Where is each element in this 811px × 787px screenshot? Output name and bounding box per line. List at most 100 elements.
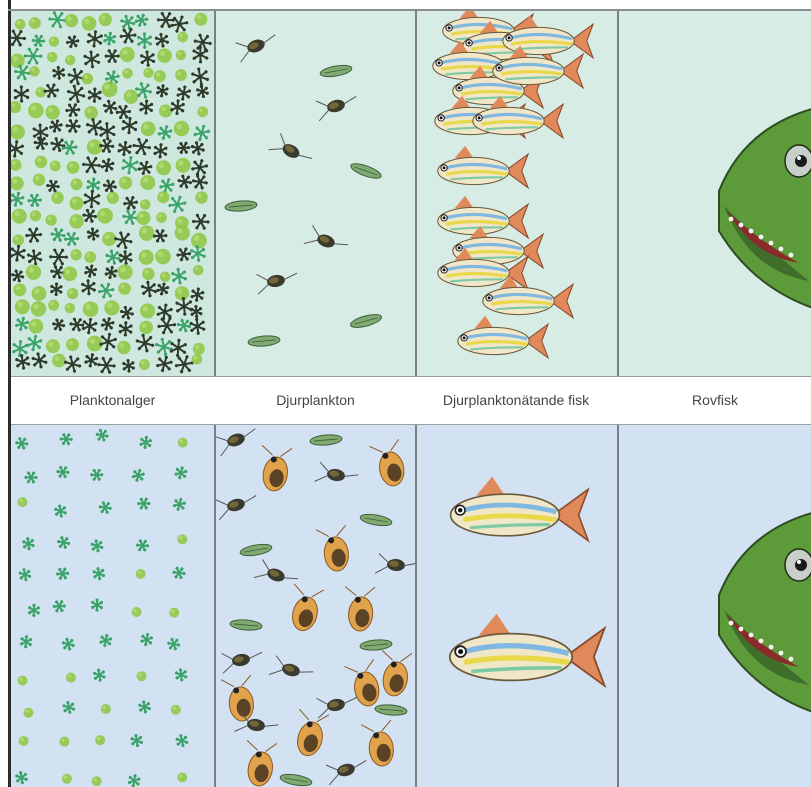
- algae-cell: [47, 52, 58, 63]
- algae-cell: [46, 339, 60, 353]
- algae-cell: [178, 438, 188, 448]
- algae-cell: [194, 13, 207, 26]
- algae-cell: [97, 208, 113, 224]
- algae-cell: [143, 68, 153, 78]
- algae-cell: [193, 265, 204, 276]
- algae-cell: [171, 705, 181, 715]
- algae-cell: [66, 338, 79, 351]
- algae-cell: [104, 300, 119, 315]
- algae-cell: [50, 160, 61, 171]
- algae-cell: [136, 211, 150, 225]
- algae-cell: [177, 772, 187, 782]
- algae-cell: [117, 341, 131, 355]
- algae-cell: [51, 192, 63, 204]
- many-fish-illustration: [417, 11, 617, 376]
- algae-cell: [155, 249, 171, 265]
- algae-cell: [157, 48, 172, 63]
- algae-cell: [46, 214, 57, 225]
- sparse-zooplankton-illustration: [216, 11, 415, 376]
- algae-cell: [118, 282, 131, 295]
- algae-cell: [139, 359, 150, 370]
- algae-cell: [12, 209, 27, 224]
- divider: [415, 425, 417, 787]
- algae-cell: [23, 708, 33, 718]
- algae-cell: [13, 234, 24, 245]
- algae-cell: [175, 225, 190, 240]
- algae-cell: [30, 210, 41, 221]
- algae-cell: [99, 13, 112, 26]
- algae-cell: [101, 704, 111, 714]
- algae-cell: [192, 354, 203, 365]
- panel-top-planktonalger: [11, 11, 214, 376]
- algae-cell: [132, 607, 142, 617]
- label-djurplankton: Djurplankton: [216, 392, 415, 408]
- panel-top-rovfisk: [619, 11, 811, 376]
- algae-cell: [29, 17, 41, 29]
- divider: [617, 425, 619, 787]
- panel-bottom-djurplankton: [216, 425, 415, 787]
- algae-cell: [140, 303, 155, 318]
- algae-cell: [117, 264, 132, 279]
- algae-cell: [28, 319, 43, 334]
- algae-cell: [84, 251, 96, 263]
- algae-cell: [122, 68, 133, 79]
- divider: [214, 425, 216, 787]
- algae-cell: [29, 66, 40, 77]
- algae-cell: [65, 303, 75, 313]
- algae-cell: [67, 161, 80, 174]
- algae-cell: [156, 160, 171, 175]
- divider: [617, 11, 619, 376]
- algae-cell: [191, 233, 207, 249]
- algae-cell: [45, 105, 59, 119]
- dense-zooplankton-illustration: [216, 425, 415, 787]
- algae-cell: [32, 286, 47, 301]
- algae-cell: [15, 19, 26, 30]
- label-djurplanktonatande-fisk: Djurplanktonätande fisk: [411, 392, 621, 408]
- divider: [415, 11, 417, 376]
- algae-cell: [139, 225, 155, 241]
- algae-cell: [193, 343, 205, 355]
- algae-cell: [49, 36, 59, 46]
- algae-cell: [174, 121, 190, 137]
- algae-cell: [157, 191, 169, 203]
- label-planktonalger: Planktonalger: [11, 392, 214, 408]
- algae-cell: [95, 735, 105, 745]
- algae-cell: [62, 774, 72, 784]
- algae-cell: [87, 139, 102, 154]
- algae-cell: [137, 671, 147, 681]
- algae-cell: [59, 737, 69, 747]
- divider: [214, 11, 216, 376]
- algae-cell: [119, 176, 132, 189]
- algae-cell: [136, 569, 146, 579]
- algae-cell: [62, 267, 77, 282]
- algae-cell: [177, 32, 188, 43]
- algae-cell: [197, 106, 208, 117]
- algae-cell: [15, 299, 30, 314]
- algae-cell: [124, 89, 138, 103]
- algae-cell: [19, 736, 29, 746]
- algae-cell: [92, 776, 102, 786]
- panel-bottom-planktivorous-fish: [417, 425, 617, 787]
- algae-cell: [142, 268, 155, 281]
- algae-cell: [82, 73, 93, 84]
- algae-cell: [139, 250, 154, 265]
- algae-cell: [176, 50, 186, 60]
- algae-cell: [13, 283, 26, 296]
- algae-cell: [33, 174, 45, 186]
- predator-fish-illustration-bottom: [619, 425, 811, 787]
- algae-cell: [139, 321, 153, 335]
- algae-cell: [31, 301, 47, 317]
- algae-cell: [69, 214, 84, 229]
- panel-top-planktivorous-fish: [417, 11, 617, 376]
- dense-algae-illustration: [11, 11, 214, 376]
- algae-cell: [154, 70, 166, 82]
- algae-cell: [140, 175, 155, 190]
- algae-cell: [120, 47, 135, 62]
- algae-cell: [17, 497, 27, 507]
- algae-cell: [48, 300, 59, 311]
- predator-fish-illustration: [619, 11, 811, 376]
- algae-cell: [35, 155, 48, 168]
- algae-cell: [82, 16, 97, 31]
- algae-cell: [66, 673, 76, 683]
